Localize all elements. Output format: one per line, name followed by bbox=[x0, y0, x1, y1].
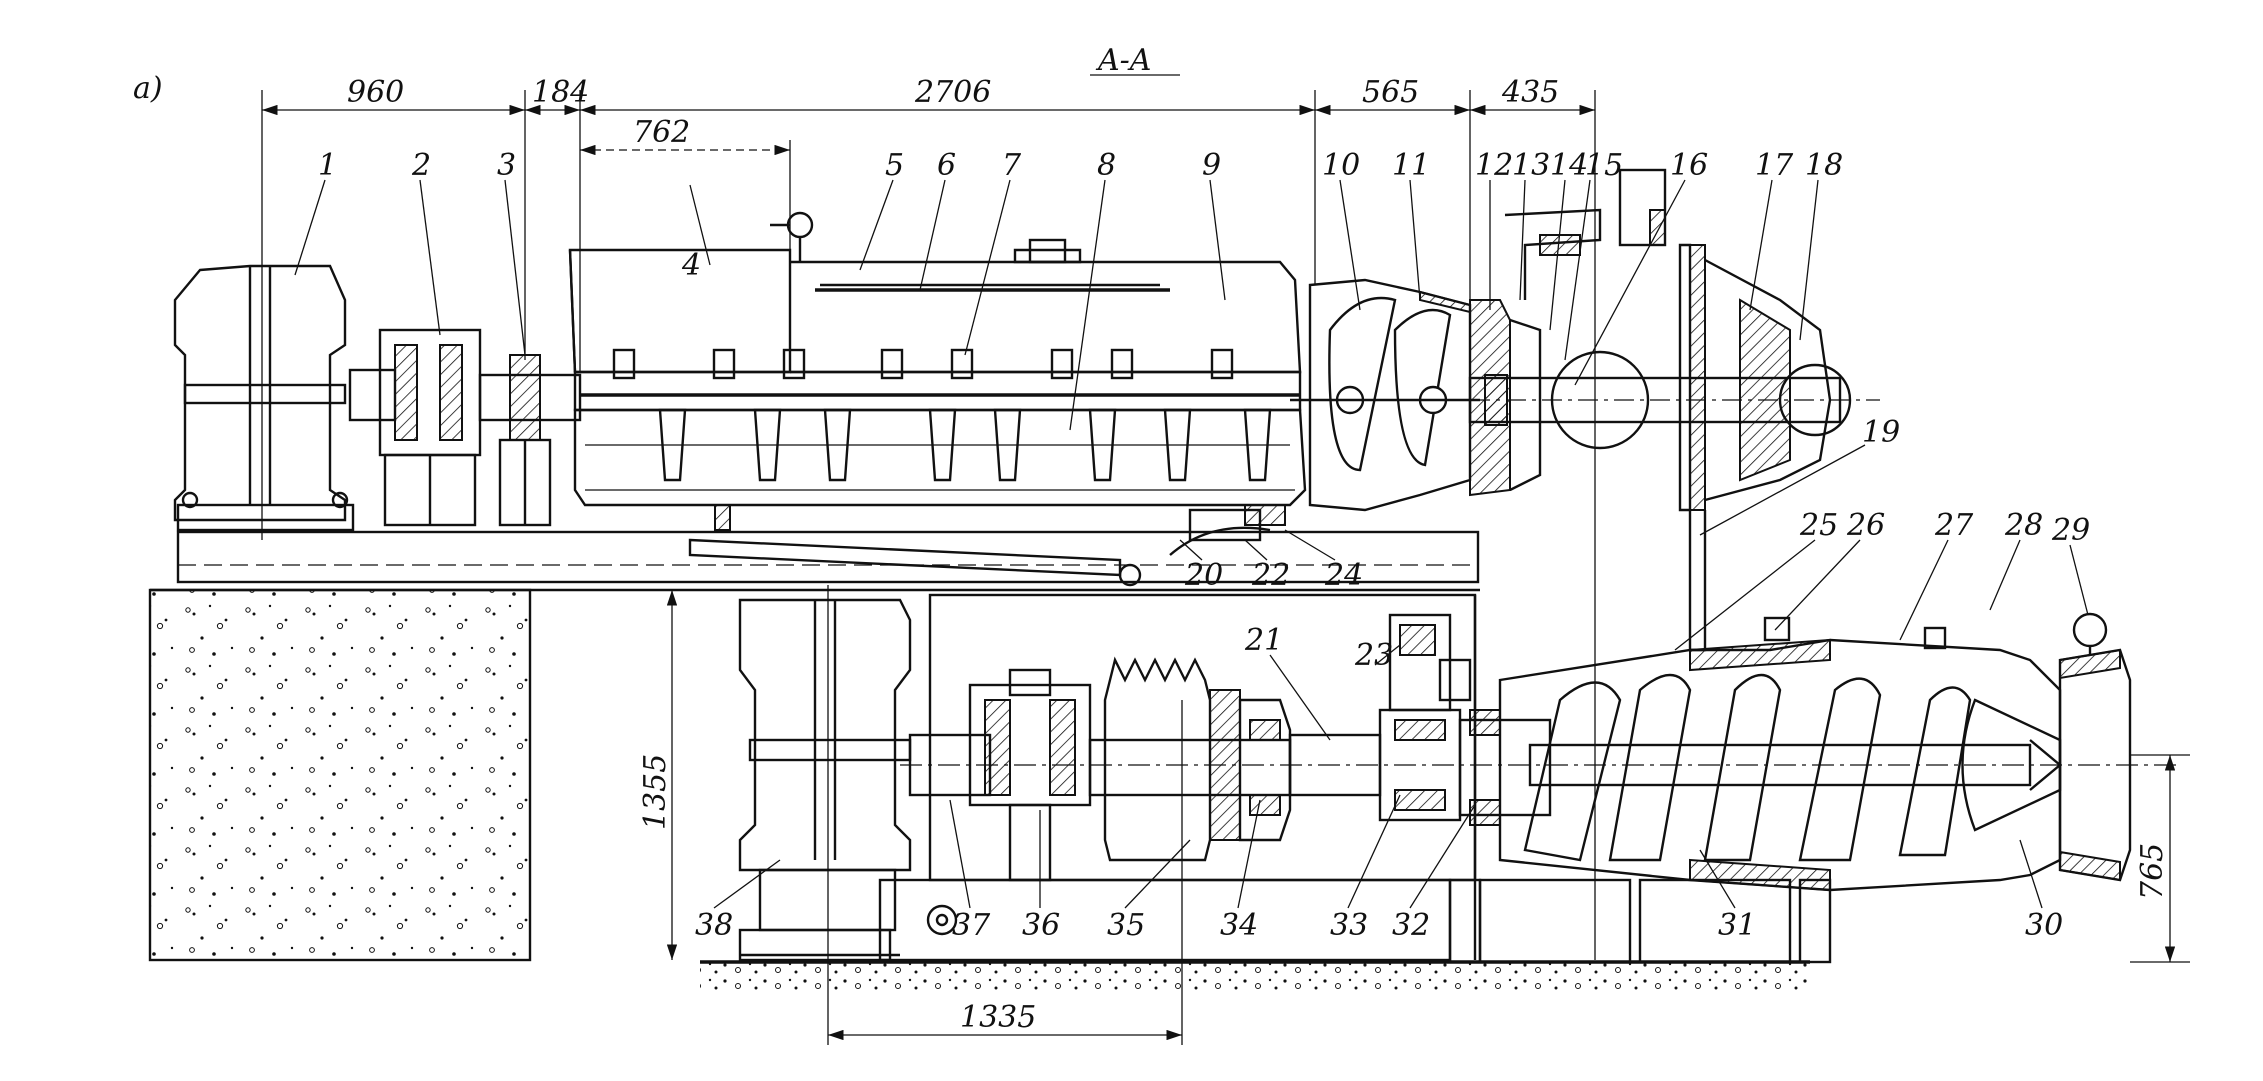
callout-21: 21 bbox=[1244, 623, 1283, 658]
callout-6: 6 bbox=[937, 148, 956, 183]
callout-27: 27 bbox=[1934, 508, 1974, 543]
section-label: A-A bbox=[1095, 43, 1151, 78]
main-screw bbox=[1498, 612, 2132, 892]
lower-drive-frame bbox=[928, 593, 1477, 882]
callout-9: 9 bbox=[1202, 148, 1221, 183]
callout-13: 13 bbox=[1512, 148, 1550, 183]
callout-11: 11 bbox=[1392, 148, 1430, 183]
callout-36: 36 bbox=[1022, 908, 1060, 943]
motor-38 bbox=[738, 598, 912, 962]
callout-32: 32 bbox=[1392, 908, 1430, 943]
dim-960: 960 bbox=[347, 75, 404, 110]
callout-17: 17 bbox=[1755, 148, 1794, 183]
callout-38: 38 bbox=[695, 908, 733, 943]
dim-2706: 2706 bbox=[914, 75, 991, 110]
callout-33: 33 bbox=[1330, 908, 1368, 943]
paddles-upper bbox=[612, 348, 1234, 380]
coupling-36-37 bbox=[908, 668, 1092, 882]
callout-leaders bbox=[294, 179, 2089, 909]
bearing-34 bbox=[1238, 698, 1292, 842]
foundation-block bbox=[148, 588, 532, 962]
i-beam-supports bbox=[1448, 878, 1832, 964]
dimension-lines bbox=[261, 74, 2190, 1045]
dim-765: 765 bbox=[2135, 843, 2170, 900]
callout-29: 29 bbox=[2051, 513, 2090, 548]
lower-assembly bbox=[148, 588, 2180, 992]
callout-28: 28 bbox=[2004, 508, 2043, 543]
callout-34: 34 bbox=[1220, 908, 1258, 943]
callout-1: 1 bbox=[318, 148, 337, 183]
dimension-texts: 960 184 762 2706 565 435 1355 765 1335 a… bbox=[133, 43, 2170, 1035]
callout-22: 22 bbox=[1251, 558, 1290, 593]
upper-assembly bbox=[173, 168, 1880, 652]
callout-4: 4 bbox=[681, 248, 701, 283]
callout-2: 2 bbox=[411, 148, 431, 183]
callout-5: 5 bbox=[885, 148, 904, 183]
callout-25: 25 bbox=[1799, 508, 1838, 543]
dim-762: 762 bbox=[633, 115, 690, 150]
gear-23-33 bbox=[1378, 613, 1472, 822]
callout-16: 16 bbox=[1670, 148, 1708, 183]
callout-12: 12 bbox=[1475, 148, 1513, 183]
callout-3: 3 bbox=[497, 148, 516, 183]
callout-7: 7 bbox=[1002, 148, 1022, 183]
dim-1335: 1335 bbox=[960, 1000, 1036, 1035]
motor-1 bbox=[173, 264, 355, 532]
clutch-35 bbox=[1088, 656, 1292, 862]
callout-15: 15 bbox=[1585, 148, 1623, 183]
callout-24: 24 bbox=[1324, 558, 1363, 593]
callout-23: 23 bbox=[1354, 638, 1393, 673]
coupling-2 bbox=[348, 328, 482, 527]
callout-30: 30 bbox=[2025, 908, 2063, 943]
ground-fill bbox=[700, 962, 1810, 992]
press-head bbox=[1468, 168, 1880, 652]
dim-184: 184 bbox=[532, 75, 589, 110]
dim-435: 435 bbox=[1501, 75, 1559, 110]
mixer-trough bbox=[568, 211, 1307, 587]
callout-35: 35 bbox=[1107, 908, 1145, 943]
dim-565: 565 bbox=[1362, 75, 1419, 110]
paddles-lower bbox=[658, 408, 1272, 482]
callout-8: 8 bbox=[1097, 148, 1116, 183]
panel-label: a) bbox=[133, 71, 163, 106]
callout-10: 10 bbox=[1322, 148, 1360, 183]
callout-37: 37 bbox=[952, 908, 991, 943]
callout-20: 20 bbox=[1184, 558, 1223, 593]
callout-26: 26 bbox=[1846, 508, 1885, 543]
callout-numbers: 1 2 3 4 5 6 7 8 9 10 11 12 13 14 15 16 1… bbox=[318, 148, 2090, 943]
feed-screws bbox=[1290, 278, 1480, 512]
dim-1355: 1355 bbox=[638, 754, 673, 830]
callout-14: 14 bbox=[1550, 148, 1588, 183]
callout-19: 19 bbox=[1862, 415, 1900, 450]
bearing-3 bbox=[478, 354, 582, 527]
callout-31: 31 bbox=[1718, 908, 1756, 943]
callout-18: 18 bbox=[1805, 148, 1843, 183]
